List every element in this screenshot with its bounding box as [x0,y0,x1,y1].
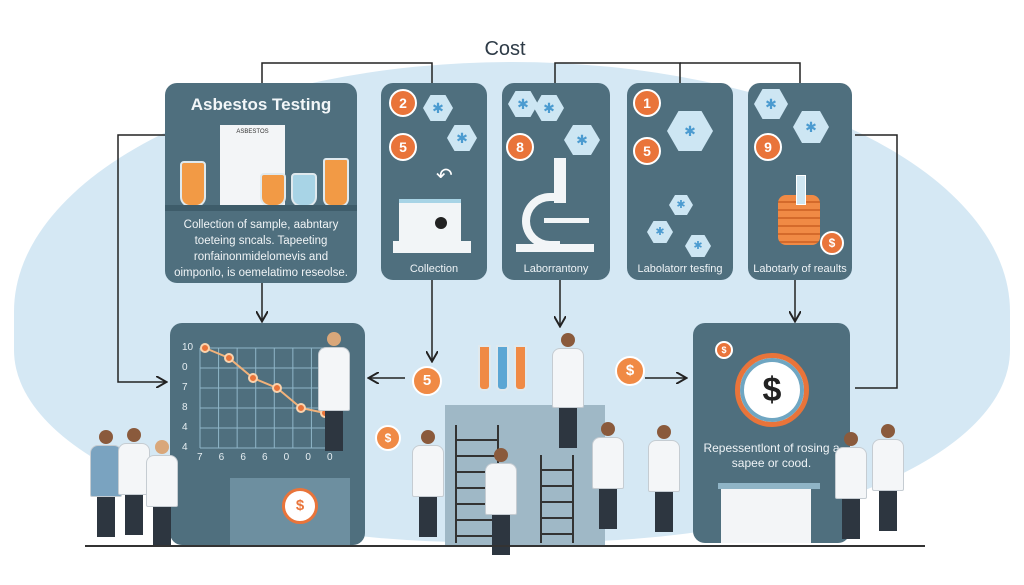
shelf [718,483,820,489]
x-tick-label: 6 [262,452,268,463]
panel-caption: Collection [409,263,459,275]
scientist-figure [835,432,867,539]
x-tick-label: 6 [240,452,246,463]
panel-caption: Laborrantony [523,263,589,275]
cost-representation-panel: $ $ Repessentlont of rosing a sapee or c… [693,323,850,543]
x-tick-label: 0 [283,452,290,463]
dollar-coin-icon: $ [615,356,645,386]
panel-collection: 2 5 ✱ ✱ ↶ Collection [381,83,487,280]
panel-description: Collection of sample, aabntary toeteing … [174,219,348,279]
x-tick-label: 6 [218,452,225,463]
x-tick-label: 0 [305,452,311,463]
document-label: ASBESTOS [236,129,269,135]
device-base [393,241,471,253]
ladder-icon [540,455,574,543]
data-point [224,353,234,363]
cost-series-line [204,347,326,414]
y-tick-label: 7 [182,382,188,393]
test-tube-rack [470,345,532,395]
data-point [248,373,258,383]
panel-laboratory-results: ✱ ✱ 9 $ Labotarly of reaults [748,83,852,280]
shelf [165,205,357,211]
x-tick-label: 0 [327,452,333,463]
scientist-figure [118,428,150,535]
scientist-figure [318,332,350,451]
dollar-badge: $ [820,231,844,255]
y-tick-label: 4 [182,442,188,453]
ground-line [85,545,925,547]
data-point [272,383,282,393]
asbestos-fiber-icon: ✱ [534,95,564,121]
arrow-down-icon: ↶ [436,165,453,187]
diagram-title: Cost [484,38,526,60]
small-coin-icon: $ [715,341,733,359]
y-tick-label: 4 [182,422,188,433]
asbestos-fiber-icon: ✱ [647,221,673,243]
scientist-figure [592,422,624,529]
dollar-coin-icon: $ [375,425,401,451]
y-tick-label: 10 [182,342,194,353]
asbestos-fiber-icon: ✱ [564,125,600,155]
asbestos-fiber-icon: ✱ [754,89,788,119]
data-point [200,343,210,353]
number-badge: 5 [389,133,417,161]
test-tube-icon [323,158,349,207]
number-badge: 2 [389,89,417,117]
scientist-figure [648,425,680,532]
flask-icon [260,173,286,207]
y-tick-label: 8 [182,402,188,413]
panel-laboratory-testing: 1 5 ✱ ✱ ✱ ✱ Labolatorr tesfing [627,83,733,280]
scientist-figure [90,430,122,537]
collection-device-icon [399,199,461,243]
cost-panel-text: Repessentlont of rosing a sapee or cood. [703,441,840,470]
test-tube-icon [796,175,806,205]
dollar-symbol-icon: $ [735,353,809,427]
panel-asbestos-testing: Asbestos Testing ASBESTOS Collection of … [165,83,357,283]
panel-caption: Labotarly of reaults [753,263,847,275]
asbestos-fiber-icon: ✱ [685,235,711,257]
flask-icon [291,173,317,207]
number-badge: 5 [633,137,661,165]
scientist-figure [412,430,444,537]
asbestos-fiber-icon: ✱ [508,91,538,117]
scientist-figure [552,333,584,448]
number-badge: 1 [633,89,661,117]
dollar-coin-icon: $ [282,488,318,524]
scientist-figure [485,448,517,555]
panel-title: Asbestos Testing [190,95,332,114]
number-badge: 9 [754,133,782,161]
x-tick-label: 7 [197,452,203,463]
scientist-figure [872,424,904,531]
report-document-icon [721,489,811,543]
number-badge: 8 [506,133,534,161]
asbestos-fiber-icon: ✱ [793,111,829,143]
flask-icon [180,161,206,207]
coin-icon: 5 [412,366,442,396]
panel-caption: Labolatorr tesfing [637,263,723,275]
asbestos-fiber-icon: ✱ [667,111,713,151]
data-point [296,403,306,413]
y-tick-label: 0 [182,362,188,373]
asbestos-fiber-icon: ✱ [423,95,453,121]
asbestos-fiber-icon: ✱ [669,195,693,215]
asbestos-fiber-icon: ✱ [447,125,477,151]
scientist-figure [146,440,178,547]
panel-laboratory: ✱ ✱ ✱ 8 Laborrantony [502,83,610,280]
microscope-icon [514,158,594,253]
